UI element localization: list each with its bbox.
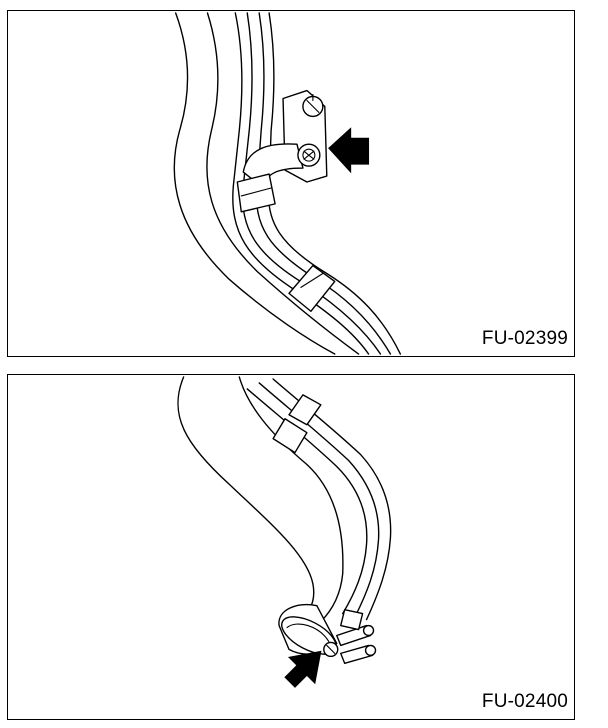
- line-drawing-fuel-hose-clamp: [177, 376, 392, 688]
- pipe-line-3: [255, 12, 392, 355]
- tube-outer-right: [206, 12, 360, 355]
- pipe-clamp-upper-2: [272, 418, 308, 454]
- pipe-line-4: [267, 12, 402, 355]
- pipe-fitting: [340, 608, 364, 631]
- pipe-clamp: [288, 264, 336, 312]
- arrow-icon: [284, 650, 322, 688]
- tube-left: [177, 376, 315, 629]
- hose-sleeve: [236, 173, 276, 213]
- figure-code-bottom: FU-02400: [478, 691, 568, 713]
- figure-panel-top: FU-02399: [7, 10, 575, 357]
- tube-right: [238, 376, 344, 623]
- figure-code-top: FU-02399: [478, 328, 568, 350]
- pipe-line-2: [242, 12, 382, 355]
- line-drawing-fuel-pipes-clip: [173, 12, 402, 355]
- pipe-line-1: [232, 12, 370, 355]
- arrow-icon: [328, 127, 370, 174]
- figure-panel-bottom: FU-02400: [7, 374, 575, 720]
- pipe-clamp-upper-1: [288, 394, 322, 426]
- tube-outer-left: [173, 12, 336, 355]
